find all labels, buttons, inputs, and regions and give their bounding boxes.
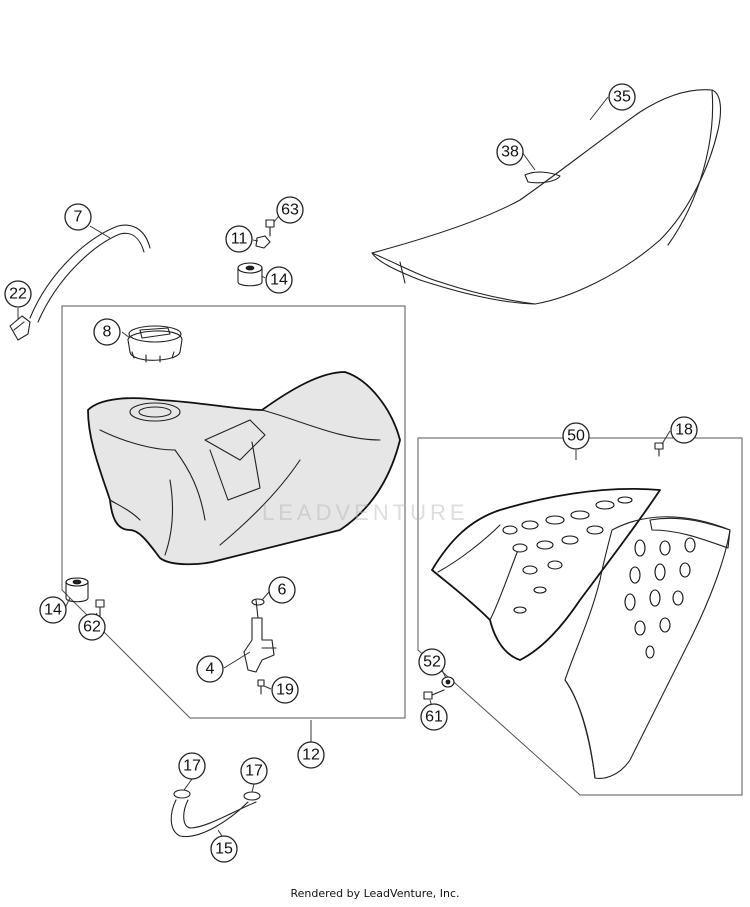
callout-label: 11: [231, 231, 248, 248]
spoiler-right[interactable]: [564, 516, 731, 779]
fuel-hose[interactable]: [29, 224, 151, 323]
callout-label: 50: [567, 428, 585, 445]
screw-61[interactable]: [423, 689, 445, 700]
callout-label: 17: [245, 763, 263, 780]
callout-15[interactable]: 15: [210, 835, 238, 863]
o-ring[interactable]: [251, 598, 265, 606]
leader-lines: [17, 96, 671, 837]
callout-38[interactable]: 38: [496, 138, 524, 166]
fuel-tank[interactable]: [87, 371, 401, 566]
fuel-tap[interactable]: [243, 599, 277, 673]
spacer-14-lower[interactable]: [65, 577, 89, 603]
callout-52[interactable]: 52: [418, 648, 446, 676]
callout-50[interactable]: 50: [562, 422, 590, 450]
callout-14-lower[interactable]: 14: [39, 596, 67, 624]
callout-label: 63: [281, 202, 299, 219]
callout-label: 12: [302, 747, 320, 764]
footer-credit: Rendered by LeadVenture, Inc.: [290, 887, 460, 900]
callout-label: 17: [183, 758, 201, 775]
callout-label: 62: [83, 619, 101, 636]
callout-label: 14: [44, 602, 62, 619]
callout-35[interactable]: 35: [608, 83, 636, 111]
callout-12[interactable]: 12: [297, 741, 325, 769]
elbow-fitting[interactable]: [9, 315, 31, 341]
callout-11[interactable]: 11: [225, 225, 253, 253]
seat[interactable]: [371, 89, 722, 305]
washer-52[interactable]: [441, 676, 455, 688]
spacer-14-top[interactable]: [237, 262, 263, 287]
callout-14-top[interactable]: 14: [265, 266, 293, 294]
callout-22[interactable]: 22: [4, 280, 32, 308]
fuel-tank-group-frame: [61, 305, 406, 719]
callout-label: 18: [675, 422, 693, 439]
callout-label: 15: [215, 841, 233, 858]
callout-label: 6: [278, 582, 287, 599]
callout-label: 7: [74, 209, 83, 226]
callout-label: 22: [9, 286, 27, 303]
callout-label: 4: [206, 661, 215, 678]
callout-4[interactable]: 4: [196, 655, 224, 683]
callout-label: 52: [423, 654, 441, 671]
callout-61[interactable]: 61: [420, 703, 448, 731]
callout-6[interactable]: 6: [268, 576, 296, 604]
callout-18[interactable]: 18: [670, 416, 698, 444]
callout-label: 61: [425, 709, 443, 726]
callout-63[interactable]: 63: [276, 196, 304, 224]
fuel-cap[interactable]: [127, 325, 183, 363]
bolt-62[interactable]: [95, 599, 105, 617]
hose-clamp-17-right[interactable]: [243, 791, 261, 801]
callout-17-left[interactable]: 17: [178, 752, 206, 780]
callout-62[interactable]: 62: [78, 613, 106, 641]
callout-label: 38: [501, 144, 519, 161]
callout-label: 35: [613, 89, 631, 106]
callout-label: 14: [270, 272, 288, 289]
screw-18[interactable]: [654, 442, 664, 457]
callout-19[interactable]: 19: [271, 676, 299, 704]
bolt-63[interactable]: [265, 219, 275, 237]
hose-15[interactable]: [170, 799, 257, 838]
screw-19[interactable]: [257, 679, 265, 695]
callout-7[interactable]: 7: [64, 203, 92, 231]
callout-label: 8: [103, 324, 112, 341]
hose-clamp-17-left[interactable]: [173, 789, 191, 799]
nut-11[interactable]: [255, 235, 271, 249]
watermark: LEADVENTURE: [262, 500, 469, 525]
callout-17-right[interactable]: 17: [240, 757, 268, 785]
callout-8[interactable]: 8: [93, 318, 121, 346]
callout-label: 19: [276, 682, 294, 699]
